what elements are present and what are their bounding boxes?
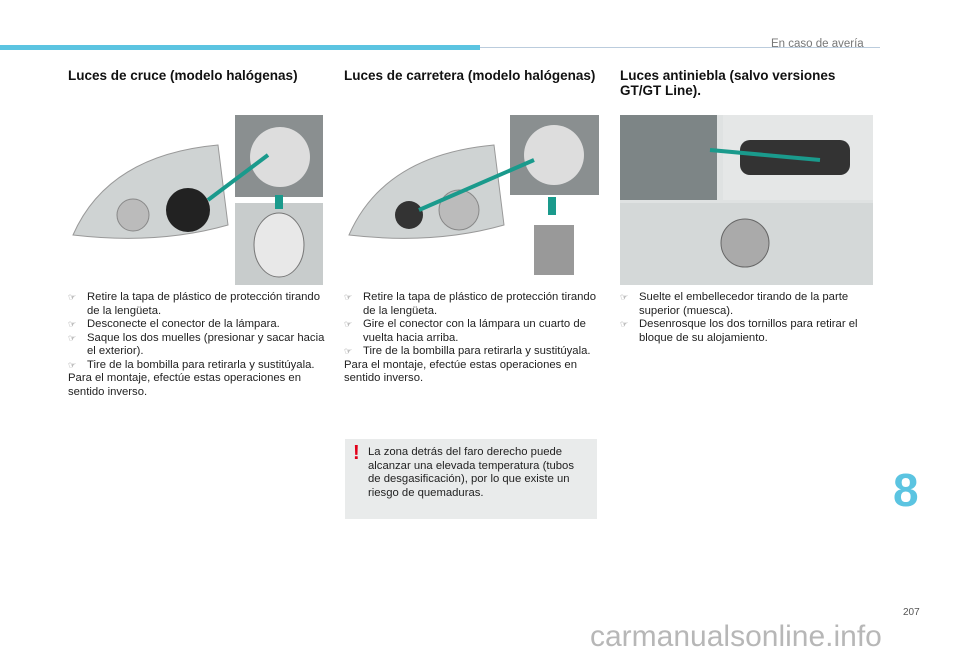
- header-bar: [0, 45, 480, 50]
- high-beam-text: Retire la tapa de plástico de protección…: [344, 291, 604, 386]
- step: Suelte el embellecedor tirando de la par…: [620, 291, 880, 318]
- title-fog: Luces antiniebla (salvo versiones GT/GT …: [620, 68, 875, 98]
- page-number: 207: [903, 607, 920, 618]
- step: Saque los dos muelles (presionar y sacar…: [68, 332, 328, 359]
- heading: Luces de cruce (modelo halógenas): [68, 68, 298, 83]
- step: Tire de la bombilla para retirarla y sus…: [344, 345, 604, 359]
- low-beam-text: Retire la tapa de plástico de protección…: [68, 291, 328, 399]
- warning-box: ! La zona detrás del faro derecho puede …: [345, 439, 597, 519]
- low-beam-illustration: [68, 115, 323, 285]
- heading: Luces antiniebla (salvo versiones GT/GT …: [620, 68, 836, 98]
- step: Gire el conector con la lámpara un cuart…: [344, 318, 604, 345]
- fog-text: Suelte el embellecedor tirando de la par…: [620, 291, 880, 345]
- step: Tire de la bombilla para retirarla y sus…: [68, 359, 328, 373]
- note: Para el montaje, efectúe estas operacion…: [344, 358, 577, 385]
- watermark: carmanualsonline.info: [590, 620, 882, 649]
- title-high-beam: Luces de carretera (modelo halógenas): [344, 68, 599, 83]
- warning-text: La zona detrás del faro derecho puede al…: [368, 446, 574, 499]
- note: Para el montaje, efectúe estas operacion…: [68, 372, 301, 398]
- warning-icon: !: [353, 442, 360, 464]
- section-header: En caso de avería: [771, 38, 864, 50]
- step: Desconecte el conector de la lámpara.: [68, 318, 328, 332]
- step: Desenrosque los dos tornillos para retir…: [620, 318, 880, 345]
- high-beam-illustration: [344, 115, 599, 285]
- title-low-beam: Luces de cruce (modelo halógenas): [68, 68, 323, 83]
- step: Retire la tapa de plástico de protección…: [68, 291, 328, 318]
- fog-light-illustration: [620, 115, 873, 285]
- header-rule: [480, 47, 880, 48]
- heading: Luces de carretera (modelo halógenas): [344, 68, 596, 83]
- chapter-number: 8: [893, 464, 919, 516]
- step: Retire la tapa de plástico de protección…: [344, 291, 604, 318]
